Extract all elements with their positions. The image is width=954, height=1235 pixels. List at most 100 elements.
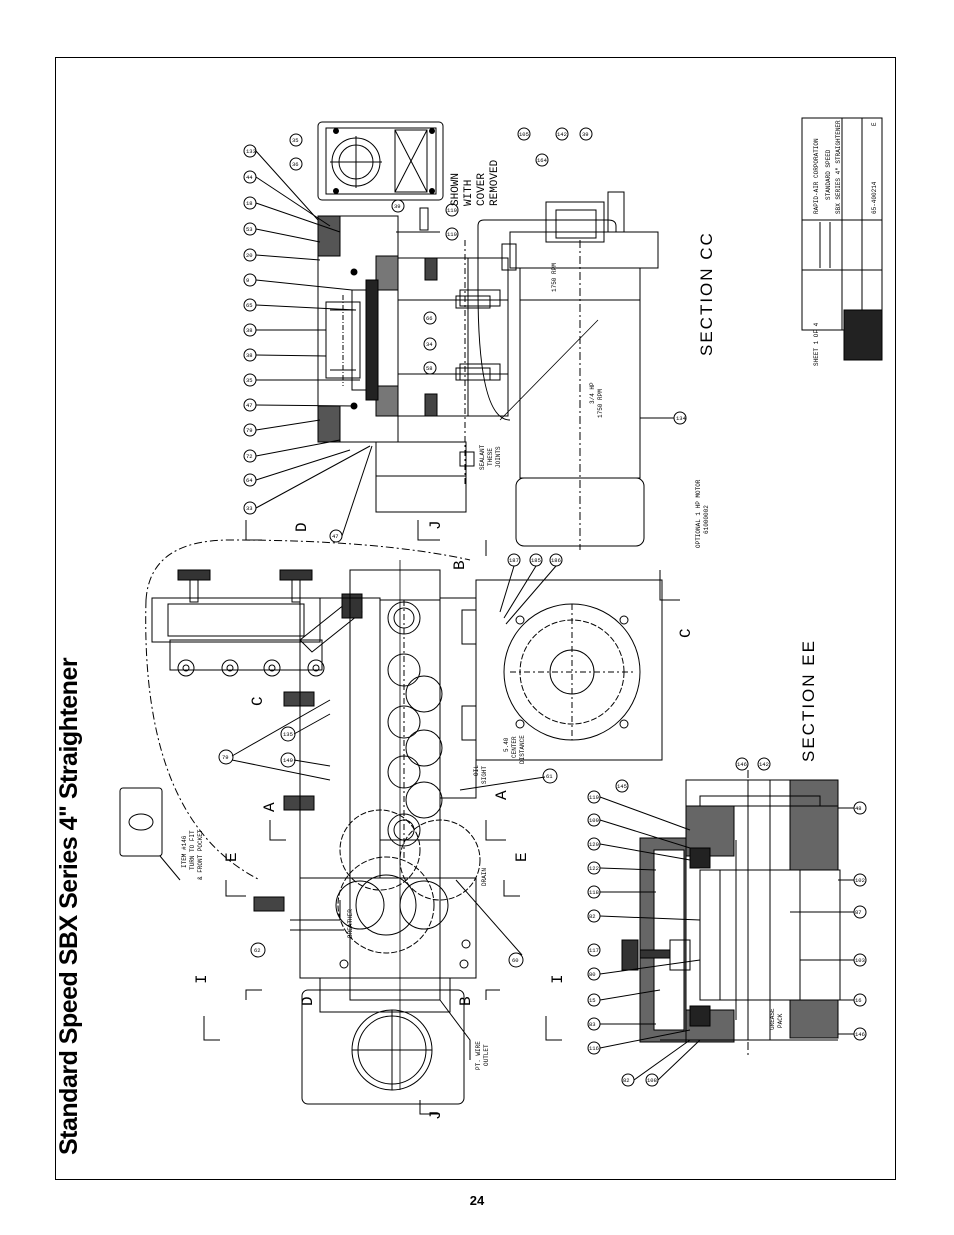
note-wire-outlet-2: OUTLET: [483, 1044, 490, 1066]
note-grease-1: GREASE: [769, 1008, 776, 1030]
callout-ee-1: 119: [589, 794, 599, 801]
drawing-notes: SHOWN WITH COVER REMOVED 1750 RPM 3/4 HP…: [181, 159, 784, 1070]
note-item-1: ITEM #146: [181, 835, 188, 868]
callout-ee-22: 142: [759, 761, 769, 768]
callout-cc-2: 44: [246, 174, 253, 181]
callout-ee-19: 102: [855, 877, 865, 884]
callout-ee-14: 108: [647, 1077, 657, 1084]
callout-ee-8: 80: [589, 971, 596, 978]
callout-ee-17: 103: [855, 957, 865, 964]
callout-side-3: 39: [394, 203, 401, 210]
callout-ee-12: 145: [617, 783, 627, 790]
callout-cc-3: 18: [246, 200, 253, 207]
plane-d-top: D: [293, 522, 311, 532]
callout-ee-11: 116: [589, 1045, 599, 1052]
motor: [459, 191, 659, 550]
callout-side-2: 36: [292, 161, 299, 168]
note-wire-outlet-1: PT. WIRE: [475, 1041, 482, 1070]
callout-side-10: 105: [519, 131, 529, 138]
note-sealant-2: THESE: [487, 448, 494, 466]
callout-ee-4: 122: [589, 865, 599, 872]
note-breather: BREATHER: [347, 909, 354, 938]
callout-ee-13: 82: [623, 1077, 630, 1084]
cc-housing: [317, 207, 509, 513]
callout-cc-15: 33: [246, 505, 253, 512]
callout-cc-16: 47: [332, 533, 339, 540]
callout-main-1: 79: [222, 754, 229, 761]
section-ee-view: SECTION EE: [587, 639, 867, 1087]
callout-cc-1: 133: [246, 148, 256, 155]
callout-ee-2: 109: [589, 817, 599, 824]
callout-side-12: 142: [557, 131, 567, 138]
callout-side-4: 110: [447, 207, 457, 214]
callout-cc-7: 65: [246, 302, 253, 309]
callout-cc-9: 38: [246, 352, 253, 359]
callout-ee-10: 83: [589, 1021, 596, 1028]
note-motor-hp: 3/4 HP: [589, 382, 596, 404]
plane-i-left: I: [193, 974, 211, 984]
plane-i-right: I: [549, 974, 567, 984]
callout-ee-20: 48: [855, 805, 862, 812]
note-shown-2: WITH: [463, 180, 475, 206]
note-drain: DRAIN: [481, 868, 488, 886]
cc-callouts: [243, 127, 687, 543]
note-optional-motor: OPTIONAL 1 HP MOTOR: [695, 479, 702, 548]
note-sealant-1: SEALANT: [479, 444, 486, 470]
title-block-assembly: SBX SERIES 4" STRAIGHTENER: [835, 120, 842, 214]
callout-cc-13: 72: [246, 453, 253, 460]
sheet-number: SHEET 1 OF 4: [813, 322, 820, 366]
callout-cc-5: 20: [246, 252, 253, 259]
note-grease-2: PACK: [777, 1013, 784, 1028]
callout-ee-21: 146: [737, 761, 747, 768]
callout-ee-7: 117: [589, 947, 599, 954]
note-item-2: TURN TO FIT: [189, 830, 196, 870]
callout-main-5: 135: [283, 731, 293, 738]
callout-cc-11: 47: [246, 402, 253, 409]
callout-main-6: 149: [283, 757, 293, 764]
note-sealant-3: JOINTS: [495, 446, 502, 468]
callout-cc-8: 38: [246, 327, 253, 334]
plane-c-right: C: [677, 628, 695, 638]
callout-side-11: 164: [537, 157, 548, 164]
callout-side-1: 35: [292, 137, 299, 144]
callout-main-2: 62: [254, 947, 261, 954]
callout-main-8: 185: [531, 557, 541, 564]
title-block-rev: E: [871, 122, 878, 126]
title-block-drawing-number: 65-400214: [871, 181, 878, 214]
title-block-company: RAPID-AIR CORPORATION: [813, 138, 820, 214]
section-cc-label: SECTION CC: [697, 231, 716, 356]
section-ee-label: SECTION EE: [799, 639, 818, 762]
callout-ee-6: 82: [589, 913, 596, 920]
callout-cc-14: 64: [246, 477, 253, 484]
plane-b-bottom: B: [457, 996, 475, 1006]
note-shown-3: COVER: [476, 173, 488, 206]
note-motor-rpm: 1750 RPM: [597, 389, 604, 418]
callout-cc-6: 9: [246, 277, 249, 284]
plane-a-right: A: [493, 790, 511, 800]
callout-main-9: 186: [551, 557, 561, 564]
note-item-3: & FRONT POCKET: [197, 829, 204, 880]
callout-ee-16: 16: [855, 997, 862, 1004]
callout-cc-4: 53: [246, 226, 253, 233]
callout-main-4: 61: [546, 773, 553, 780]
callout-ee-15: 146: [855, 1031, 865, 1038]
cutting-plane-lines: [203, 520, 680, 1115]
plane-j-top: J: [427, 520, 445, 530]
note-oil-sight-1: OIL: [473, 765, 480, 776]
section-cc-view: SECTION CC: [243, 121, 716, 550]
callout-ee-5: 118: [589, 889, 599, 896]
callout-side-13: 39: [582, 131, 589, 138]
plane-c-left: C: [249, 696, 267, 706]
plane-e-left: E: [223, 852, 241, 862]
note-center-distance-1: 5.40: [503, 737, 510, 752]
title-block: RAPID-AIR CORPORATION STANDARD SPEED SBX…: [801, 117, 883, 366]
title-block-subtitle: STANDARD SPEED: [825, 149, 832, 200]
callout-cc-12: 79: [246, 427, 253, 434]
note-oil-sight-2: SIGHT: [481, 766, 488, 784]
note-center-distance-2: CENTER: [511, 736, 518, 758]
callout-numbers: 133 44 18 53 20 9 65 38 38 35 47 79 72 6…: [222, 131, 865, 1084]
drawing-frame: [55, 57, 896, 1180]
plane-b-top: B: [451, 560, 469, 570]
callout-main-3: 60: [512, 957, 519, 964]
callout-ee-18: 87: [855, 909, 862, 916]
